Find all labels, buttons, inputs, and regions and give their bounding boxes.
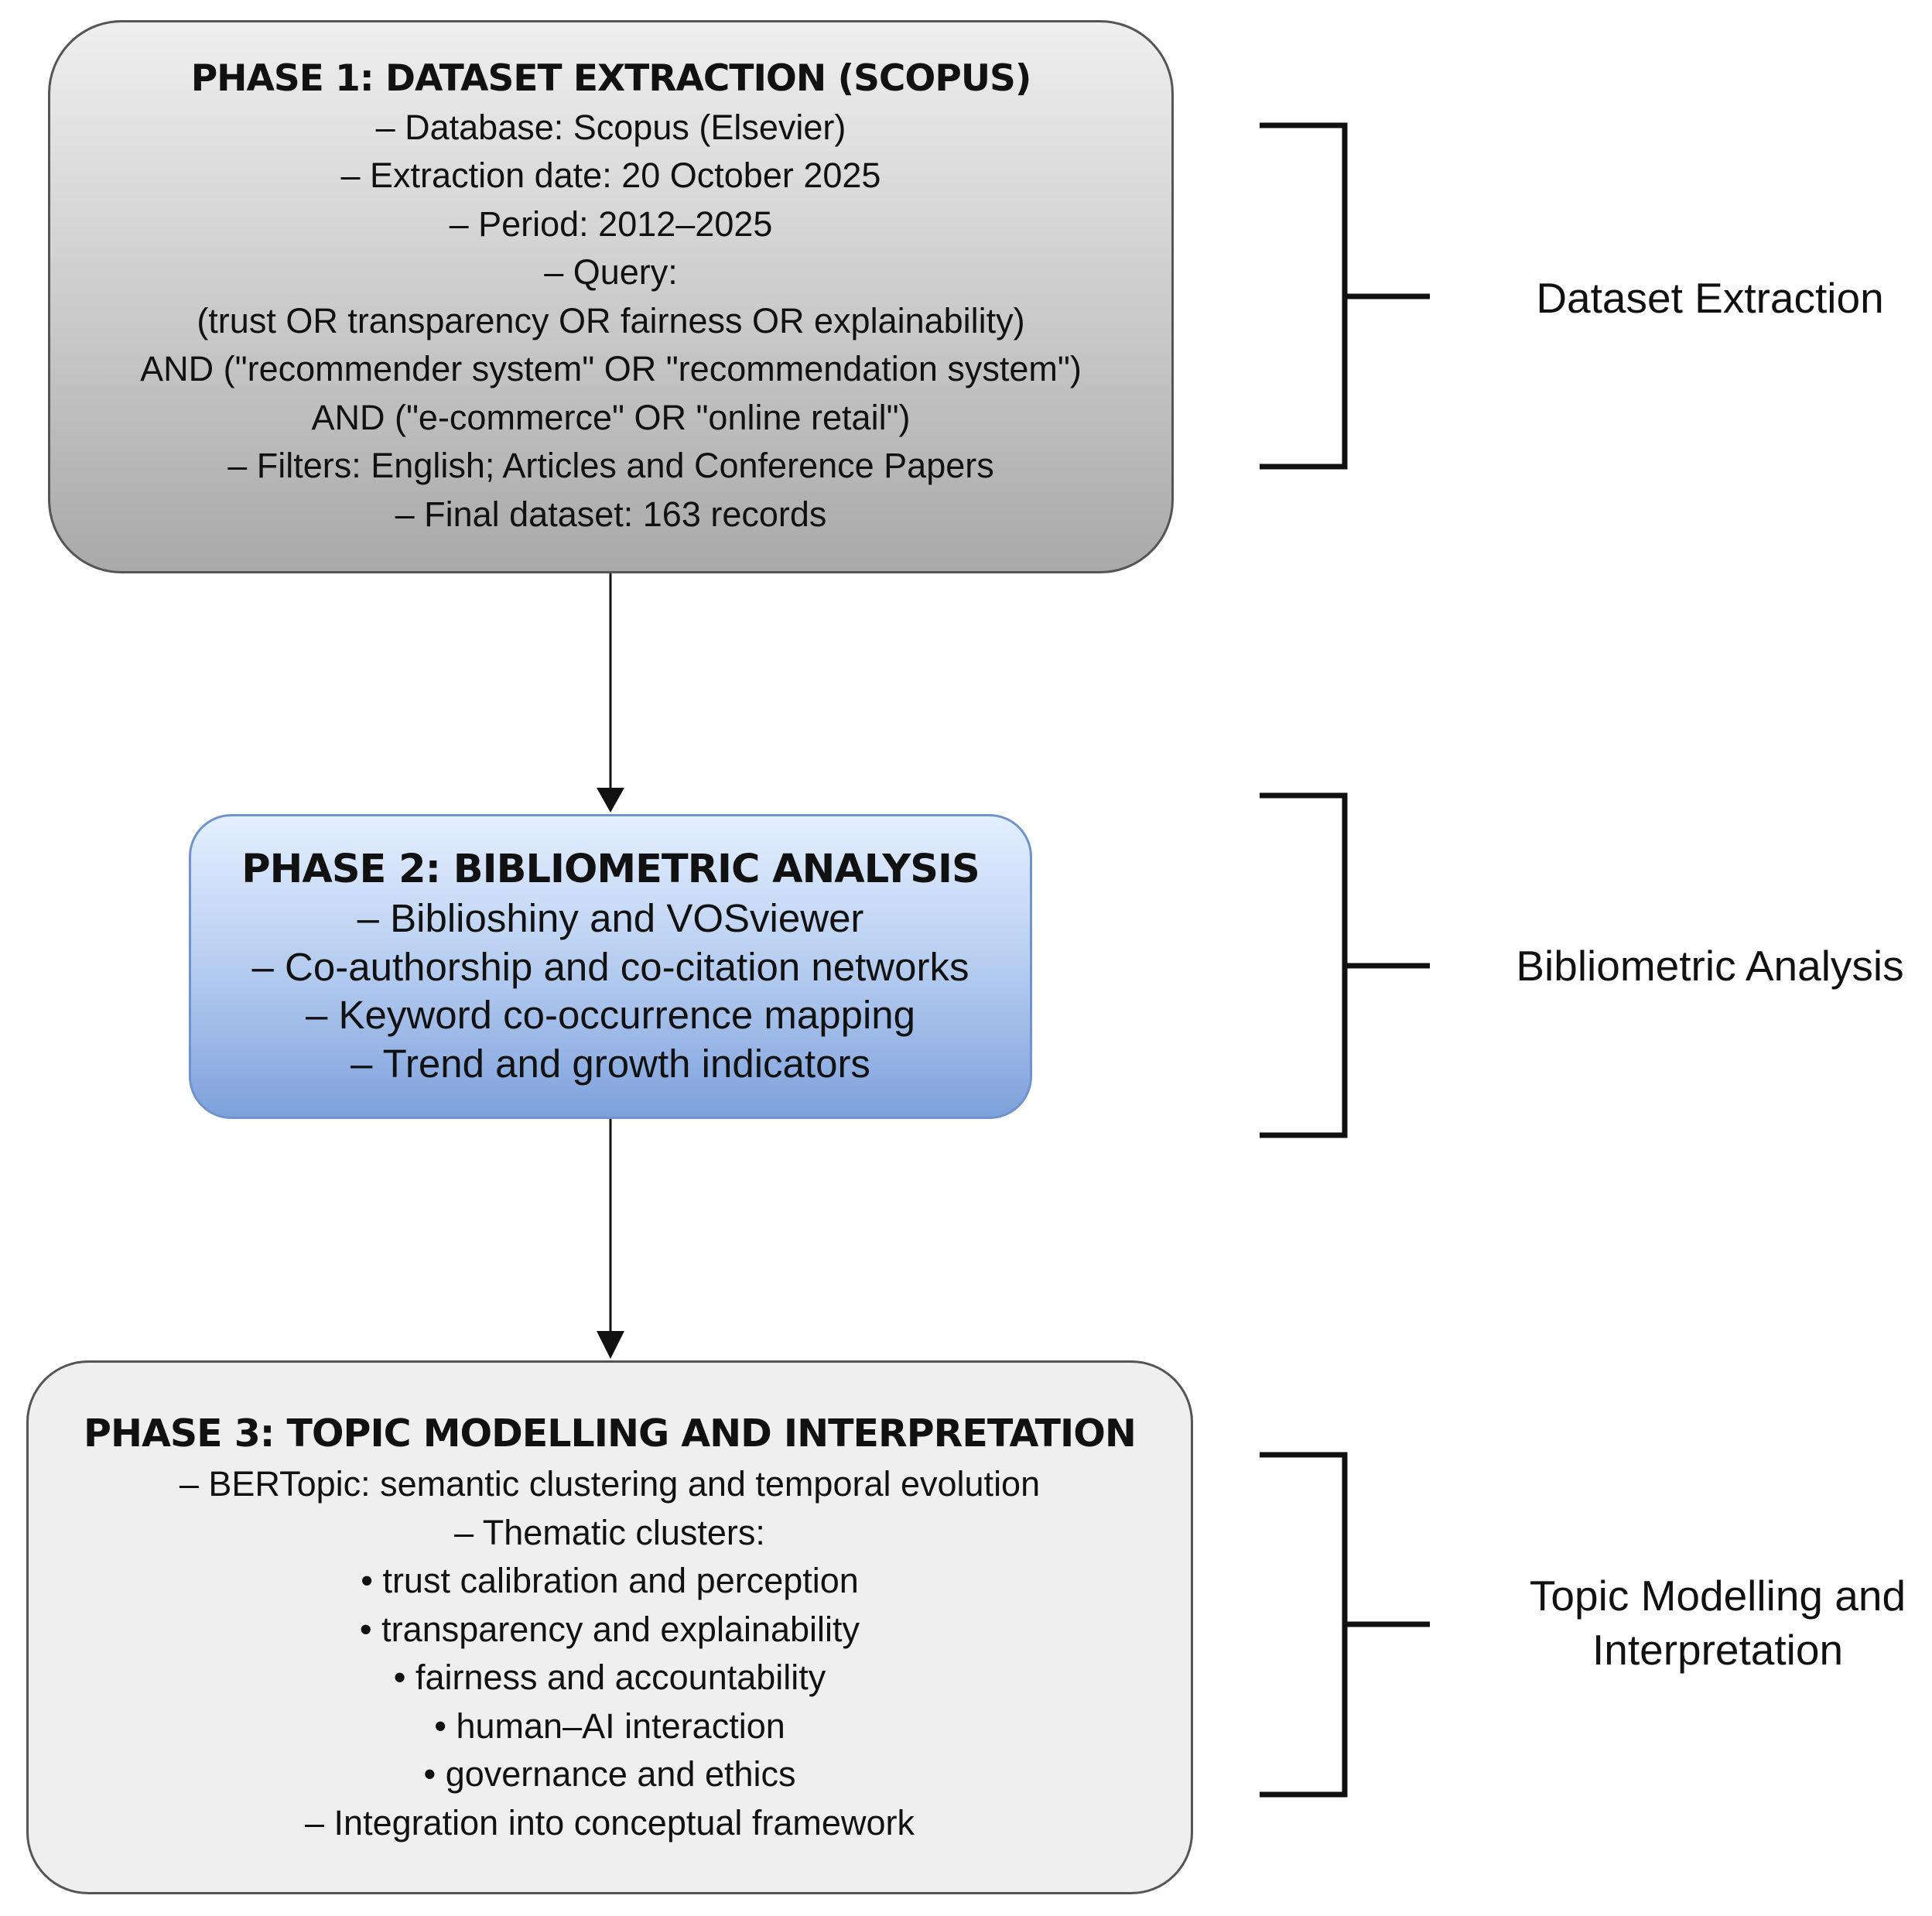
phase3-bullet: • human–AI interaction bbox=[434, 1706, 785, 1746]
bracket-phase1 bbox=[1260, 122, 1430, 470]
phase2-line: – Keyword co-occurrence mapping bbox=[305, 993, 916, 1037]
phase3-bullet: • transparency and explainability bbox=[359, 1609, 860, 1649]
phase2-title: PHASE 2: BIBLIOMETRIC ANALYSIS bbox=[241, 847, 980, 892]
phase1-line: – Query: bbox=[544, 252, 678, 293]
phase2-line: – Trend and growth indicators bbox=[350, 1041, 870, 1086]
phase2-line: – Biblioshiny and VOSviewer bbox=[357, 896, 864, 940]
label-topic-modelling-line2: Interpretation bbox=[1592, 1626, 1844, 1674]
phase3-bullet: • governance and ethics bbox=[423, 1754, 796, 1794]
phase1-line: – Extraction date: 20 October 2025 bbox=[340, 156, 881, 196]
phase1-line: (trust OR transparency OR fairness OR ex… bbox=[197, 300, 1025, 340]
phase1-line: – Final dataset: 163 records bbox=[395, 494, 827, 534]
phase1-line: AND ("recommender system" OR "recommenda… bbox=[140, 349, 1082, 389]
phase1-line: – Database: Scopus (Elsevier) bbox=[375, 107, 846, 147]
phase3-title: PHASE 3: TOPIC MODELLING AND INTERPRETAT… bbox=[84, 1411, 1137, 1456]
phase3-bullet: • fairness and accountability bbox=[393, 1658, 826, 1697]
phase1-box: PHASE 1: DATASET EXTRACTION (SCOPUS) – D… bbox=[48, 20, 1174, 573]
arrowhead-icon bbox=[597, 788, 624, 813]
phase1-line: – Period: 2012–2025 bbox=[449, 204, 773, 244]
phase2-line: – Co-authorship and co-citation networks bbox=[251, 944, 969, 989]
phase3-closing: – Integration into conceptual framework bbox=[305, 1802, 915, 1842]
phase2-box: PHASE 2: BIBLIOMETRIC ANALYSIS – Biblios… bbox=[189, 814, 1032, 1119]
arrowhead-icon bbox=[597, 1331, 624, 1359]
phase1-title: PHASE 1: DATASET EXTRACTION (SCOPUS) bbox=[190, 56, 1032, 100]
label-bibliometric-analysis: Bibliometric Analysis bbox=[1516, 942, 1904, 990]
phase1-line: AND ("e-commerce" OR "online retail") bbox=[311, 397, 911, 437]
bracket-phase2 bbox=[1260, 792, 1430, 1138]
bracket-phase3 bbox=[1260, 1452, 1430, 1798]
phase1-line: – Filters: English; Articles and Confere… bbox=[227, 446, 994, 486]
phase3-line: – Thematic clusters: bbox=[454, 1512, 765, 1552]
phase3-box: PHASE 3: TOPIC MODELLING AND INTERPRETAT… bbox=[26, 1360, 1193, 1894]
label-topic-modelling: Topic Modelling and Interpretation bbox=[1501, 1569, 1932, 1677]
phase3-line: – BERTopic: semantic clustering and temp… bbox=[179, 1464, 1041, 1504]
phase3-bullet: • trust calibration and perception bbox=[361, 1561, 859, 1600]
label-topic-modelling-line1: Topic Modelling and bbox=[1529, 1572, 1906, 1620]
label-dataset-extraction: Dataset Extraction bbox=[1536, 274, 1884, 322]
